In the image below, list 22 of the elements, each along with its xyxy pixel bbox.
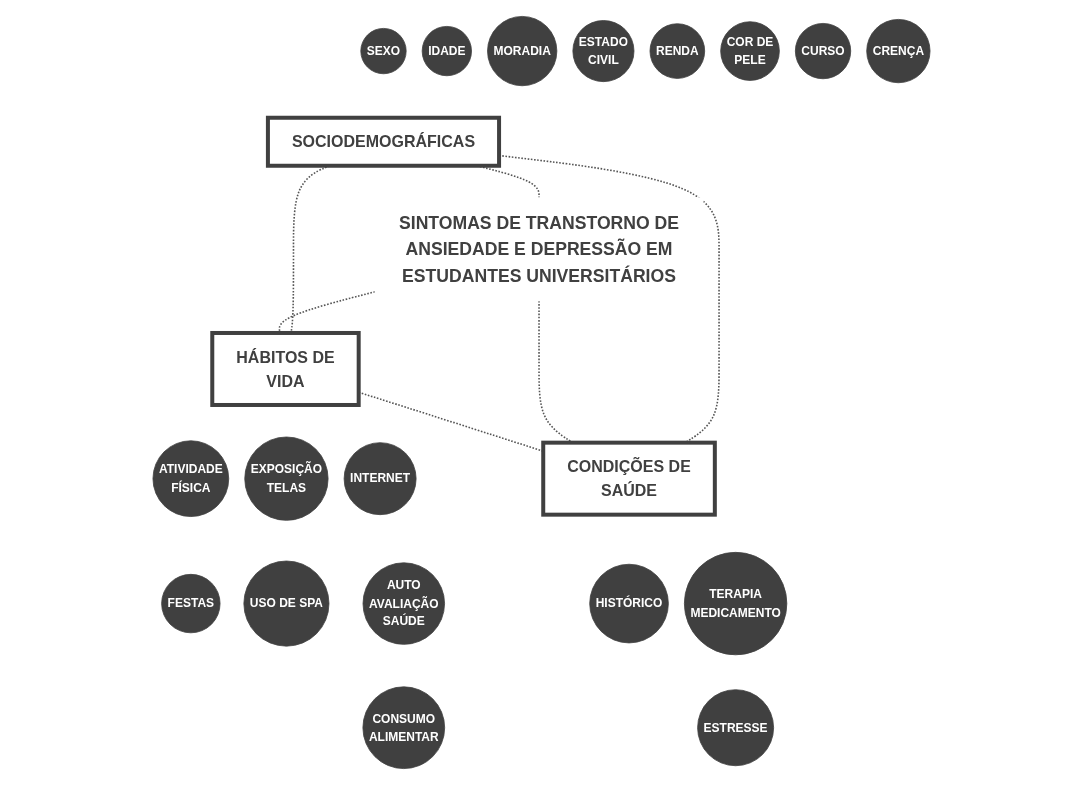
node-circle: CRENÇA — [866, 19, 931, 84]
node-circle: EXPOSIÇÃO TELAS — [244, 436, 329, 521]
node-circle: ESTRESSE — [697, 689, 774, 767]
node-circle: CURSO — [794, 23, 852, 80]
node-circle: CONSUMO ALIMENTAR — [362, 686, 446, 769]
node-circle: AUTO AVALIAÇÃO SAÚDE — [362, 562, 445, 645]
node-circle: RENDA — [649, 23, 706, 79]
node-box: CONDIÇÕES DE SAÚDE — [541, 440, 717, 517]
node-box: HÁBITOS DE VIDA — [210, 330, 361, 407]
node-circle: USO DE SPA — [243, 560, 330, 647]
node-text: SINTOMAS DE TRANSTORNO DE ANSIEDADE E DEPRESSÃO EM ESTUDANTES UNIVERSITÁRIOS — [399, 212, 680, 286]
node-circle: ATIVIDADE FÍSICA — [152, 440, 230, 517]
node-circle: TERAPIA MEDICAMENTO — [684, 551, 788, 656]
node-circle: SEXO — [360, 28, 407, 75]
node-box: SOCIODEMOGRÁFICAS — [265, 115, 502, 168]
node-circle: COR DE PELE — [720, 21, 780, 81]
node-circle: HISTÓRICO — [589, 563, 669, 644]
node-circle: IDADE — [421, 26, 472, 77]
node-circle: MORADIA — [487, 16, 558, 87]
node-circle: ESTADO CIVIL — [572, 20, 635, 83]
node-circle: FESTAS — [161, 573, 221, 634]
node-circle: INTERNET — [343, 442, 417, 516]
